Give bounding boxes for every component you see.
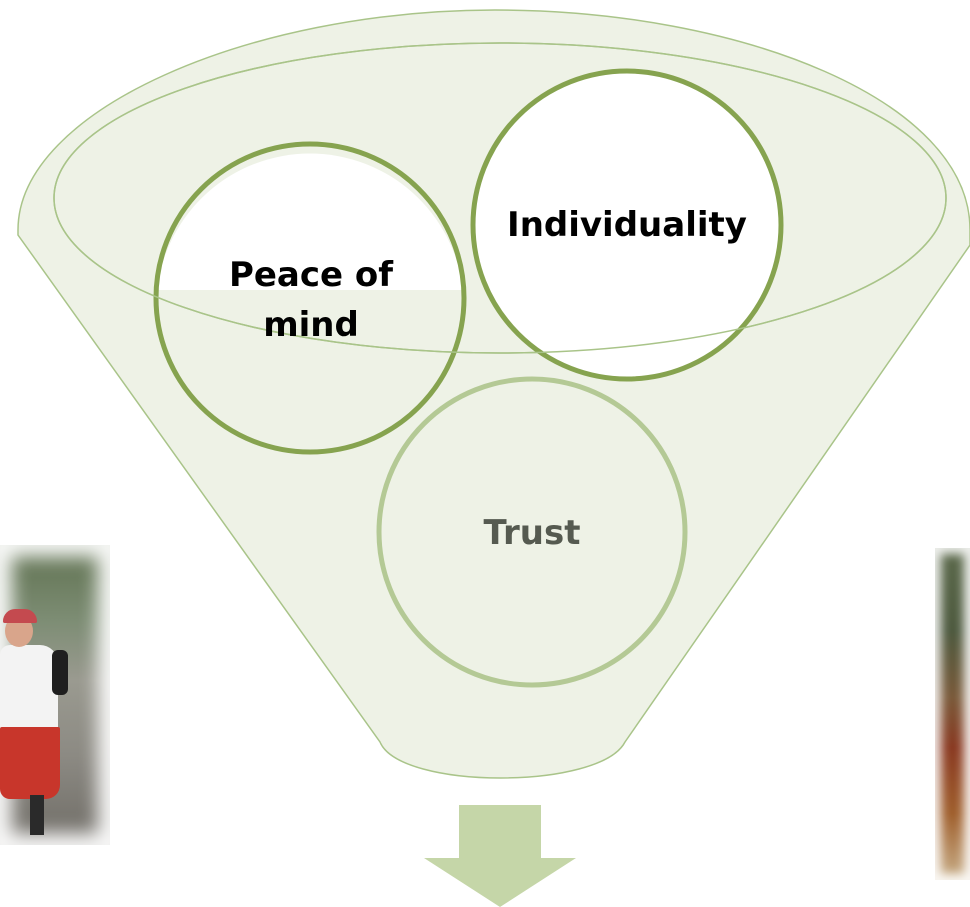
player-arm — [52, 650, 68, 695]
circle-peace-of-mind — [153, 141, 467, 455]
label-trust: Trust — [484, 513, 581, 553]
player-leg — [30, 795, 44, 835]
photo-softball-player — [0, 545, 110, 845]
down-arrow-icon — [424, 805, 576, 907]
circle-peace-of-mind-top-fill — [157, 153, 463, 290]
label-peace-of-mind-line1: Peace of — [229, 255, 394, 295]
player-cap — [3, 609, 37, 623]
player-shirt — [0, 645, 58, 735]
circle-individuality — [470, 68, 784, 382]
circle-trust — [376, 376, 688, 688]
label-peace-of-mind-line2: mind — [263, 305, 359, 345]
player-skirt — [0, 727, 60, 799]
label-individuality: Individuality — [507, 205, 747, 245]
funnel-rim-overlay — [53, 42, 947, 354]
photo-interior — [935, 548, 970, 880]
